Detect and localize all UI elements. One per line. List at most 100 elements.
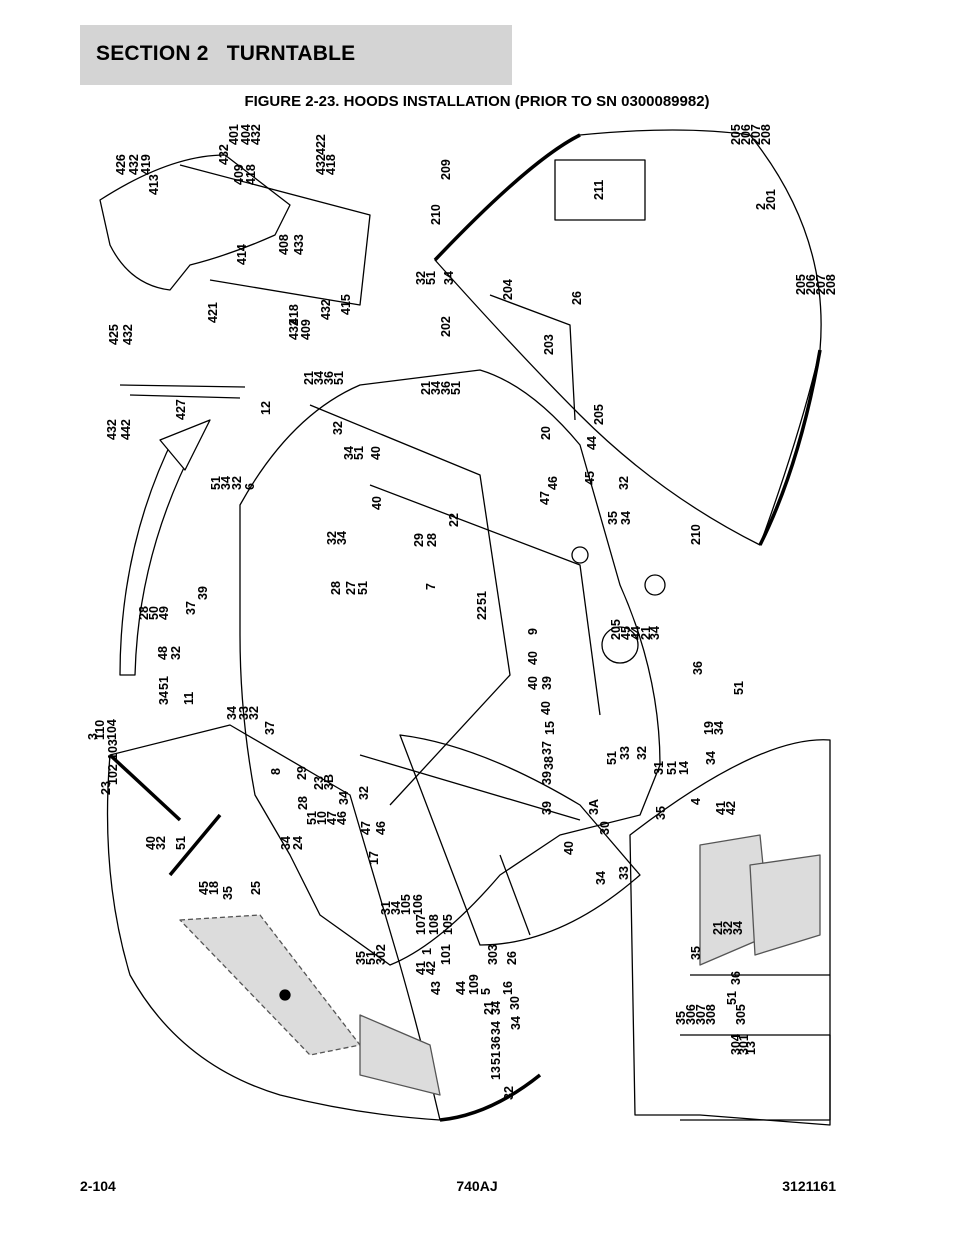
callout-22: 22 bbox=[447, 513, 461, 527]
callout-105: 105 bbox=[399, 894, 413, 915]
callout-203: 203 bbox=[542, 334, 556, 355]
callout-12: 12 bbox=[259, 401, 273, 415]
callout-32: 32 bbox=[230, 476, 244, 490]
callout-34: 34 bbox=[429, 381, 443, 395]
callout-21: 21 bbox=[711, 921, 725, 935]
callout-38: 38 bbox=[542, 756, 556, 770]
callout-45: 45 bbox=[619, 626, 633, 640]
callout-51: 51 bbox=[332, 371, 346, 385]
callout-32: 32 bbox=[414, 271, 428, 285]
callout-425: 425 bbox=[107, 324, 121, 345]
callout-11: 11 bbox=[182, 692, 196, 705]
callout-8: 8 bbox=[269, 768, 283, 775]
callout-51: 51 bbox=[305, 811, 319, 825]
callout-6: 6 bbox=[243, 483, 257, 490]
callout-27: 27 bbox=[344, 581, 358, 595]
callout-29: 29 bbox=[295, 766, 309, 780]
callout-51: 51 bbox=[725, 991, 739, 1005]
callout-26: 26 bbox=[505, 951, 519, 965]
callout-20: 20 bbox=[539, 426, 553, 440]
callout-2: 2 bbox=[754, 203, 768, 210]
callout-432: 432 bbox=[217, 144, 231, 165]
callout-15: 15 bbox=[543, 721, 557, 735]
callout-432: 432 bbox=[105, 419, 119, 440]
callout-422: 422 bbox=[314, 134, 328, 155]
callout-110: 110 bbox=[93, 720, 107, 740]
callout-51: 51 bbox=[489, 1051, 503, 1065]
callout-51: 51 bbox=[732, 681, 746, 695]
page-number: 2-104 bbox=[80, 1178, 116, 1194]
callout-24: 24 bbox=[291, 836, 305, 850]
callout-41: 41 bbox=[414, 961, 428, 975]
callout-51: 51 bbox=[364, 951, 378, 965]
callout-105: 105 bbox=[441, 914, 455, 935]
model-number: 740AJ bbox=[456, 1178, 498, 1194]
callout-45: 45 bbox=[583, 471, 597, 485]
callout-32: 32 bbox=[325, 531, 339, 545]
callout-209: 209 bbox=[439, 159, 453, 180]
document-number: 3121161 bbox=[782, 1178, 836, 1194]
callout-207: 207 bbox=[814, 274, 828, 295]
callout-207: 207 bbox=[749, 124, 763, 145]
callout-208: 208 bbox=[759, 124, 773, 145]
callout-432: 432 bbox=[287, 319, 301, 340]
callout-34: 34 bbox=[509, 1016, 523, 1030]
callout-51: 51 bbox=[665, 761, 679, 775]
callout-305: 305 bbox=[734, 1004, 748, 1025]
callout-34: 34 bbox=[442, 271, 456, 285]
callout-32: 32 bbox=[635, 746, 649, 760]
callout-5: 5 bbox=[479, 988, 493, 995]
callout-3A: 3A bbox=[587, 799, 601, 815]
callout-34: 34 bbox=[335, 531, 349, 545]
callout-304: 304 bbox=[729, 1034, 743, 1055]
callout-40: 40 bbox=[526, 651, 540, 665]
callout-401: 401 bbox=[227, 124, 241, 145]
section-header-band: SECTION 2 TURNTABLE bbox=[80, 25, 512, 85]
callout-39: 39 bbox=[540, 801, 554, 815]
callout-45: 45 bbox=[197, 881, 211, 895]
callout-35: 35 bbox=[689, 946, 703, 960]
callout-21: 21 bbox=[639, 626, 653, 640]
callout-46: 46 bbox=[374, 821, 388, 835]
callout-9: 9 bbox=[526, 628, 540, 635]
callout-47: 47 bbox=[325, 811, 339, 825]
figure-title: FIGURE 2-23. HOODS INSTALLATION (PRIOR T… bbox=[244, 93, 710, 110]
callout-210: 210 bbox=[429, 204, 443, 225]
callout-44: 44 bbox=[629, 626, 643, 640]
callout-46: 46 bbox=[546, 476, 560, 490]
callout-51: 51 bbox=[209, 476, 223, 490]
callout-51: 51 bbox=[174, 836, 188, 850]
callout-51: 51 bbox=[605, 751, 619, 765]
callout-40: 40 bbox=[369, 446, 383, 460]
callout-201: 201 bbox=[764, 189, 778, 210]
callout-202: 202 bbox=[439, 316, 453, 337]
callout-33: 33 bbox=[618, 746, 632, 760]
callout-3: 3 bbox=[86, 733, 100, 740]
callout-34: 34 bbox=[389, 901, 403, 915]
callout-32: 32 bbox=[247, 706, 261, 720]
callout-432: 432 bbox=[249, 124, 263, 145]
callout-210: 210 bbox=[689, 524, 703, 545]
callout-32: 32 bbox=[169, 646, 183, 660]
callout-432: 432 bbox=[319, 299, 333, 320]
callout-204: 204 bbox=[501, 279, 515, 300]
callout-40: 40 bbox=[526, 676, 540, 690]
callout-39: 39 bbox=[196, 586, 210, 600]
callout-40: 40 bbox=[539, 701, 553, 715]
callout-46: 46 bbox=[335, 811, 349, 825]
callout-206: 206 bbox=[739, 124, 753, 145]
callout-33: 33 bbox=[237, 706, 251, 720]
callout-205: 205 bbox=[729, 124, 743, 145]
callout-427: 427 bbox=[174, 399, 188, 420]
callout-205: 205 bbox=[794, 274, 808, 295]
callout-47: 47 bbox=[359, 821, 373, 835]
callout-106: 106 bbox=[411, 894, 425, 915]
callout-409: 409 bbox=[232, 164, 246, 185]
callout-432: 432 bbox=[121, 324, 135, 345]
callout-303: 303 bbox=[486, 944, 500, 965]
callout-44: 44 bbox=[454, 981, 468, 995]
callout-302: 302 bbox=[374, 944, 388, 965]
callout-35: 35 bbox=[674, 1011, 688, 1025]
